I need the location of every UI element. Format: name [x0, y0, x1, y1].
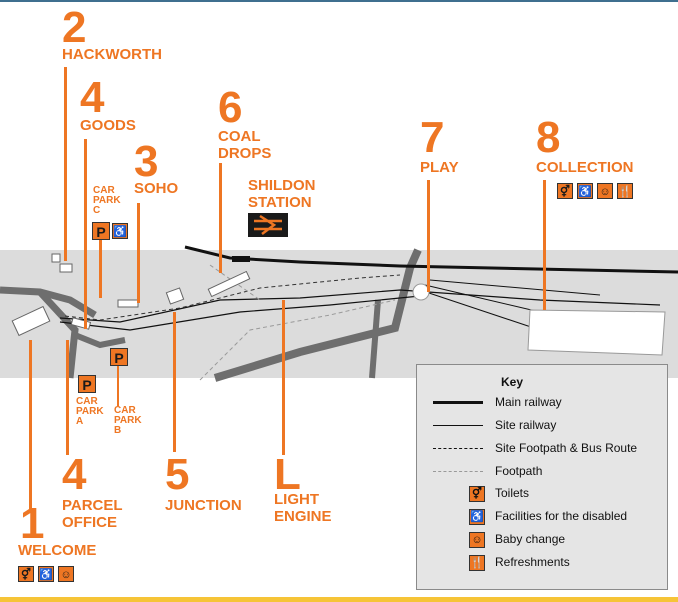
- stop-label-light-engine: LIGHT ENGINE: [274, 491, 332, 525]
- wheelchair-icon: ♿: [577, 183, 593, 199]
- stop-number-welcome: 1: [20, 499, 45, 548]
- stop-label-coal-drops: COAL DROPS: [218, 128, 272, 162]
- key-label: Toilets: [495, 486, 530, 500]
- stop-number-light-engine: L: [274, 450, 301, 499]
- pointer-car-park-c: [99, 234, 102, 298]
- road-east: [213, 248, 422, 382]
- parking-icon-c: P: [92, 222, 110, 240]
- stop-number-hackworth: 2: [62, 3, 87, 52]
- stop-number-soho: 3: [134, 137, 159, 186]
- key-label: Refreshments: [495, 555, 570, 569]
- site-railway-2: [59, 295, 421, 331]
- baby-change-icon: ☺: [597, 183, 613, 199]
- parking-icon-a: P: [78, 375, 96, 393]
- site-railway-5: [429, 279, 601, 296]
- road-south: [37, 289, 79, 379]
- stop-number-parcel-office: 4: [62, 450, 87, 499]
- car-park-a-label: CAR PARK A: [76, 396, 104, 427]
- building-coal-drops: [207, 270, 251, 298]
- footpath-1: [199, 299, 396, 381]
- car-park-b-label: CAR PARK B: [114, 405, 142, 436]
- stop-number-junction: 5: [165, 450, 190, 499]
- pointer-parcel-office: [66, 340, 69, 455]
- site-footpath: [64, 274, 401, 321]
- stop-label-hackworth: HACKWORTH: [62, 46, 162, 63]
- toilets-icon: ⚥: [18, 566, 34, 582]
- road-spur: [369, 299, 381, 379]
- key-label: Facilities for the disabled: [495, 509, 628, 523]
- pointer-coal-drops: [219, 163, 222, 273]
- pointer-goods: [84, 139, 87, 329]
- key-label: Site railway: [495, 418, 557, 432]
- toilets-icon: ⚥: [469, 486, 485, 502]
- stop-label-goods: GOODS: [80, 117, 136, 134]
- site-footpath-swatch: [433, 448, 483, 449]
- building-collection: [527, 309, 666, 356]
- stop-number-play: 7: [420, 113, 445, 162]
- main-railway-swatch: [433, 401, 483, 404]
- building-station: [232, 256, 250, 262]
- building-hackworth: [51, 253, 61, 263]
- parking-icon-b: P: [110, 348, 128, 366]
- baby-change-icon: ☺: [58, 566, 74, 582]
- refreshments-icon: 🍴: [469, 555, 485, 571]
- wheelchair-icon: ♿: [112, 223, 128, 239]
- key-title: Key: [501, 375, 524, 389]
- wheelchair-icon: ♿: [469, 509, 485, 525]
- key-label: Footpath: [495, 464, 543, 478]
- pointer-hackworth: [64, 67, 67, 261]
- baby-change-icon: ☺: [469, 532, 485, 548]
- pointer-welcome: [29, 340, 32, 510]
- building-welcome: [11, 305, 51, 337]
- building-soho: [117, 299, 139, 308]
- stop-label-junction: JUNCTION: [165, 497, 242, 514]
- road-carpark: [73, 332, 126, 349]
- pointer-light-engine: [282, 300, 285, 455]
- station-label: SHILDON STATION: [248, 177, 316, 211]
- building-hackworth-2: [59, 263, 73, 273]
- stop-label-soho: SOHO: [134, 180, 179, 197]
- bottom-rule: [0, 597, 678, 602]
- pointer-collection: [543, 180, 546, 310]
- map-key: Key Main railway Site railway Site Footp…: [416, 364, 668, 590]
- stop-label-play: PLAY: [420, 159, 459, 176]
- key-label: Baby change: [495, 532, 566, 546]
- stop-number-goods: 4: [80, 73, 105, 122]
- toilets-icon: ⚥: [557, 183, 573, 199]
- top-rule: [0, 0, 678, 2]
- site-railway-swatch: [433, 425, 483, 426]
- stop-label-welcome: WELCOME: [18, 542, 97, 559]
- site-railway-4: [424, 284, 541, 313]
- stop-number-collection: 8: [536, 113, 561, 162]
- pointer-junction: [173, 312, 176, 452]
- stop-number-coal-drops: 6: [218, 83, 243, 132]
- refreshments-icon: 🍴: [617, 183, 633, 199]
- key-label: Main railway: [495, 395, 562, 409]
- site-railway-3: [419, 289, 541, 331]
- national-rail-icon: [248, 213, 288, 237]
- key-label: Site Footpath & Bus Route: [495, 441, 638, 455]
- site-railway-1: [59, 289, 661, 323]
- building-junction: [165, 287, 185, 305]
- wheelchair-icon: ♿: [38, 566, 54, 582]
- road-west: [0, 286, 97, 319]
- car-park-c-label: CAR PARK C: [93, 185, 121, 216]
- stop-label-parcel-office: PARCEL OFFICE: [62, 497, 123, 531]
- pointer-soho: [137, 203, 140, 303]
- building-play: [412, 283, 430, 301]
- stop-label-collection: COLLECTION: [536, 159, 634, 176]
- main-railway: [184, 245, 678, 274]
- pointer-car-park-b: [117, 366, 119, 406]
- pointer-play: [427, 180, 430, 292]
- footpath-swatch: [433, 471, 483, 472]
